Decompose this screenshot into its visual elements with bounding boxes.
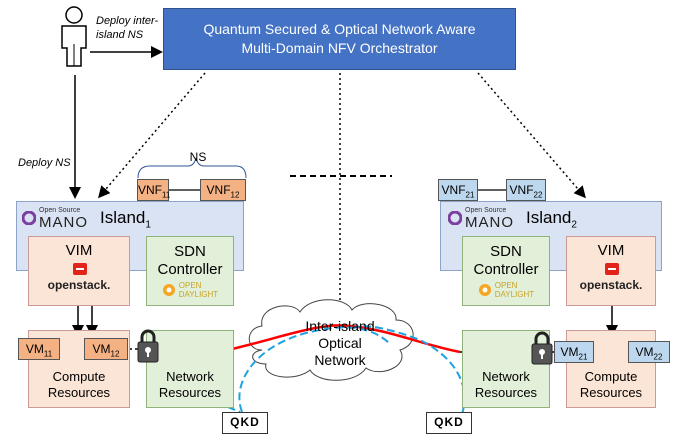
- user-figure: [57, 4, 91, 68]
- openstack-logo-icon: [605, 263, 619, 275]
- island-2-title: Island2: [526, 208, 577, 231]
- sdn-controller-2: SDN Controller OPEN DAYLIGHT: [462, 236, 550, 306]
- deploy-inter-label: Deploy inter- island NS: [96, 15, 159, 41]
- orchestrator-title-2: Multi-Domain NFV Orchestrator: [241, 40, 438, 56]
- sdn-2-line1: SDN: [490, 243, 522, 260]
- sdn-controller-1: SDN Controller OPEN DAYLIGHT: [146, 236, 234, 306]
- vnf-11: VNF11: [137, 179, 170, 201]
- island-1-mano-logo: Open Source MANO: [22, 204, 102, 232]
- orchestrator-title-1: Quantum Secured & Optical Network Aware: [203, 21, 476, 37]
- opendaylight-logo-icon: [162, 284, 175, 296]
- openstack-text: openstack.: [579, 278, 643, 292]
- user-icon: [61, 6, 87, 67]
- sdn-1-line1: SDN: [174, 243, 206, 260]
- vim-1: VIM openstack.: [28, 236, 130, 306]
- network-resources-1: Network Resources: [146, 330, 234, 408]
- vnf-12: VNF12: [200, 179, 246, 201]
- vm-22: VM22: [628, 341, 670, 363]
- vm-21: VM21: [554, 341, 594, 363]
- vnf-21: VNF21: [438, 179, 478, 201]
- island-2-mano-logo: Open Source MANO: [448, 204, 528, 232]
- deploy-ns-label: Deploy NS: [18, 157, 71, 169]
- padlock-right: [530, 330, 554, 366]
- vnf-22: VNF22: [506, 179, 546, 201]
- vim-2-label: VIM: [597, 242, 625, 259]
- vim-1-label: VIM: [65, 242, 93, 259]
- optical-network-label: Inter-island Optical Network: [305, 318, 375, 368]
- opendaylight-logo-icon: [478, 284, 491, 296]
- optical-cloud-shape: [248, 299, 414, 381]
- qkd-link-right: [349, 325, 466, 415]
- padlock-left: [136, 328, 160, 364]
- qkd-right: QKD: [426, 412, 472, 434]
- mano-logo-icon: [448, 211, 462, 225]
- qkd-left: QKD: [222, 412, 268, 434]
- arrow-orch-island2: [477, 72, 586, 199]
- qkd-link-left: [238, 326, 391, 413]
- nfv-orchestrator: Quantum Secured & Optical Network Aware …: [163, 8, 516, 70]
- padlock-icon: [531, 331, 553, 365]
- openstack-logo-icon: [73, 263, 87, 275]
- mano-logo-icon: [22, 211, 36, 225]
- island-1-title: Island1: [100, 208, 151, 231]
- vm-12: VM12: [84, 338, 128, 360]
- sdn-1-line2: Controller: [157, 261, 223, 278]
- vm-11: VM11: [18, 338, 60, 360]
- ns-label: NS: [189, 150, 207, 164]
- arrow-orch-island1: [98, 72, 206, 199]
- vim-2: VIM openstack.: [566, 236, 656, 306]
- openstack-text: openstack.: [47, 278, 111, 292]
- padlock-icon: [137, 329, 159, 363]
- sdn-2-line2: Controller: [473, 261, 539, 278]
- ns-brace: [137, 157, 247, 179]
